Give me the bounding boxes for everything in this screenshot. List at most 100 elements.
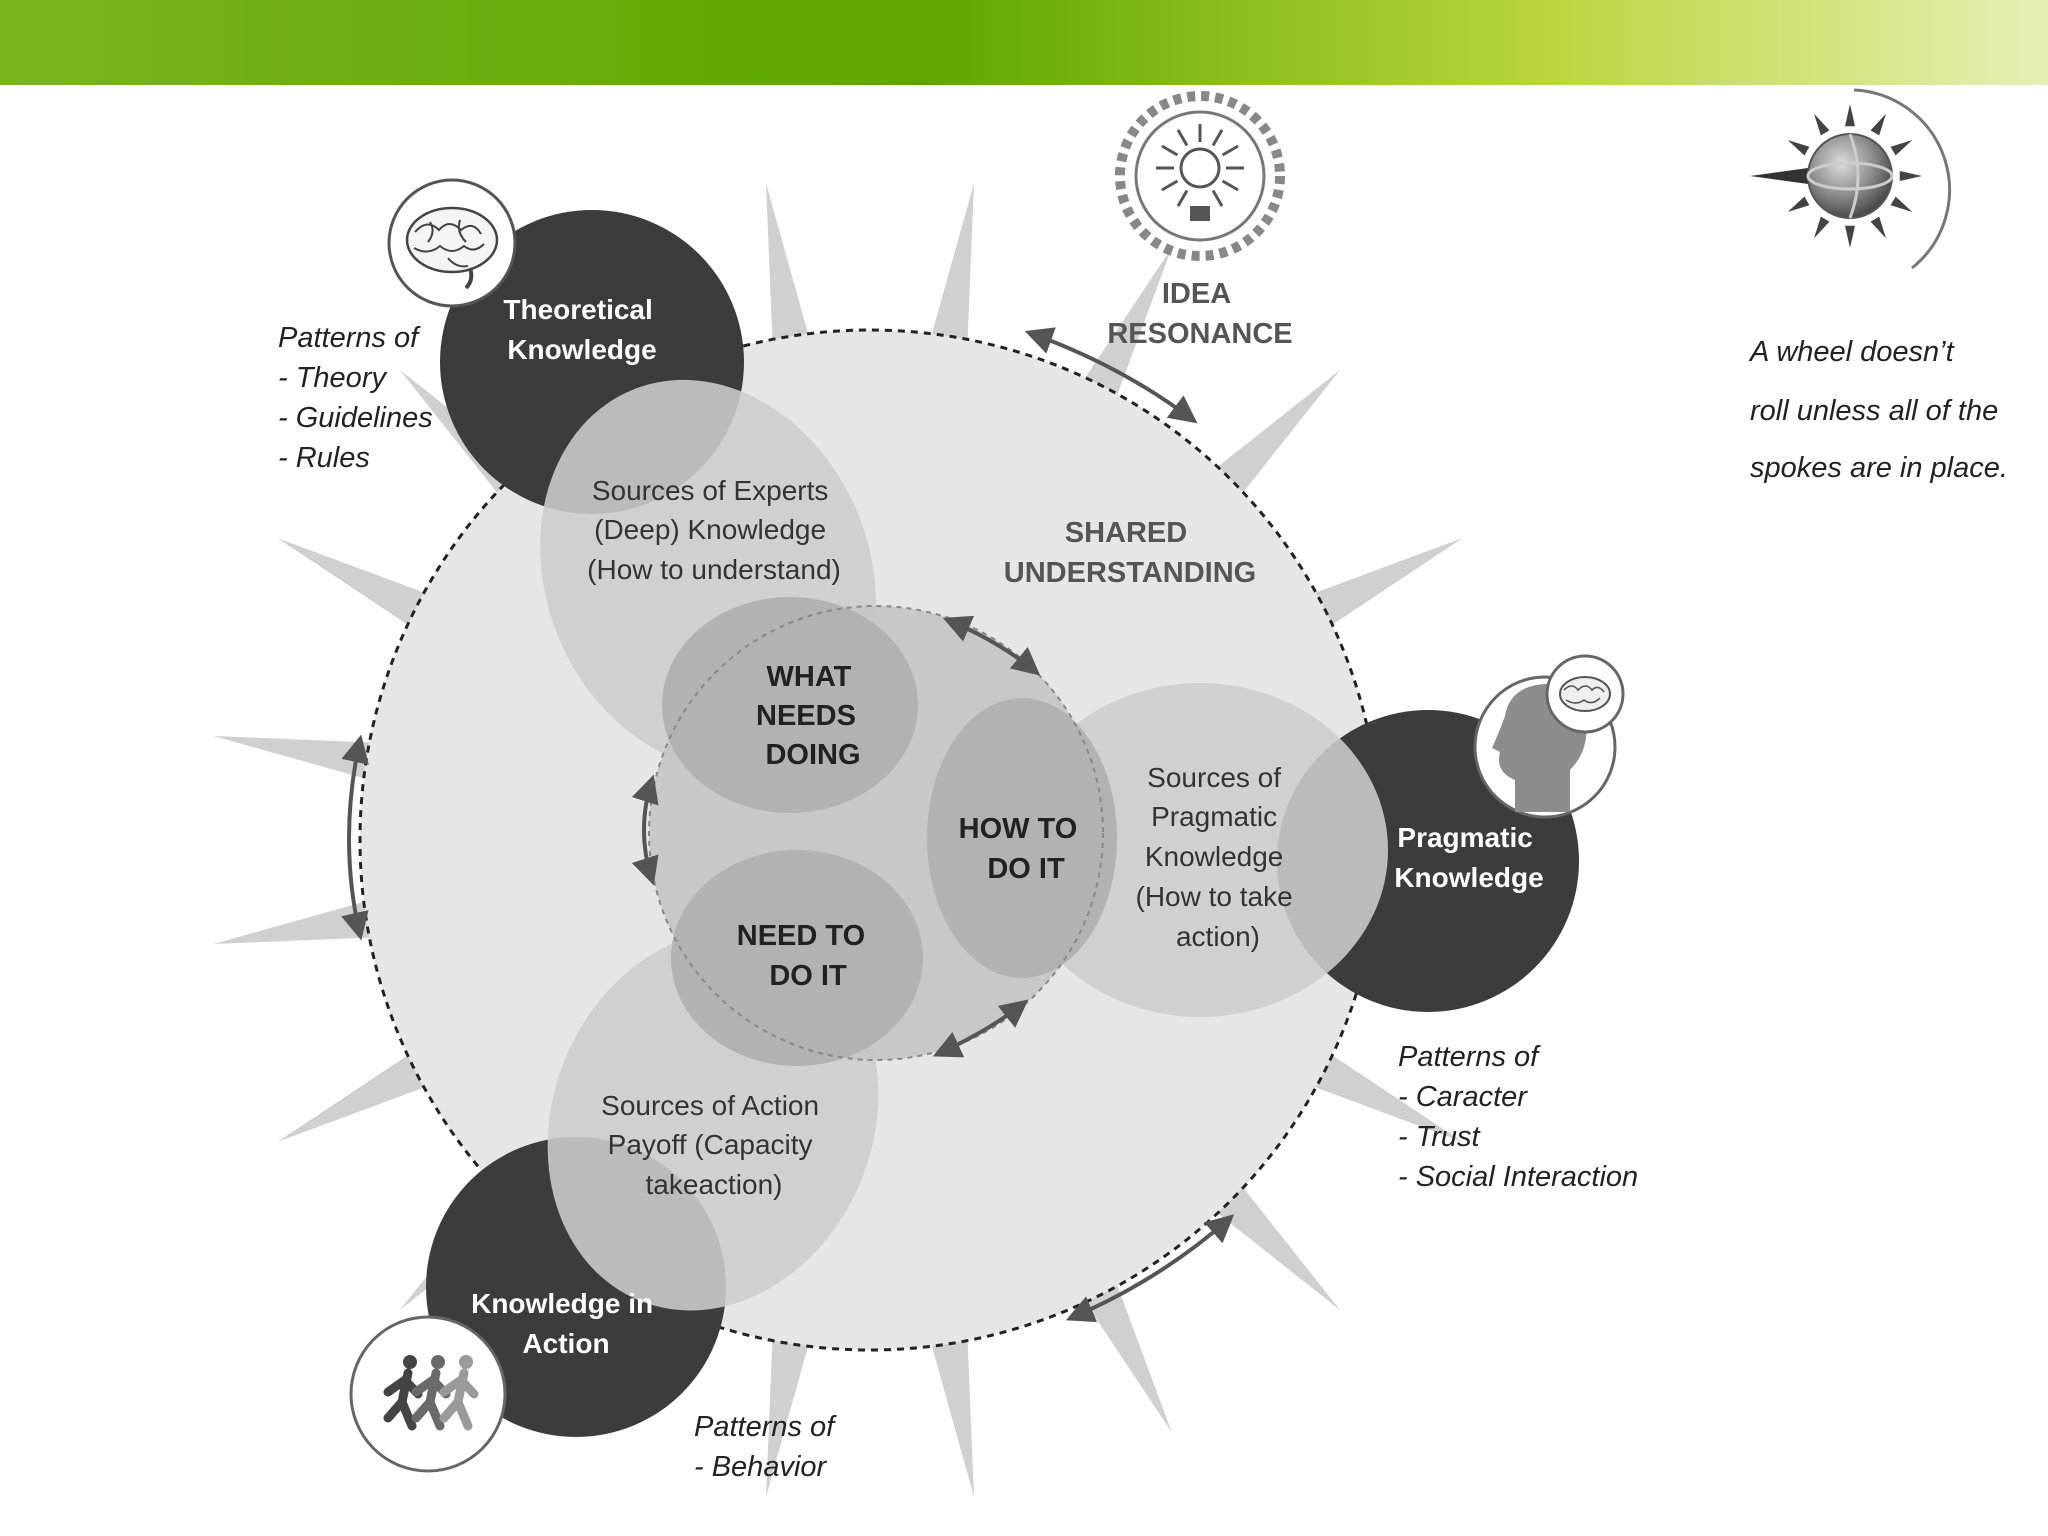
idea-rim-arrow [1024, 327, 1198, 424]
need-line-0: NEED TO [737, 920, 865, 952]
action-sources: Sources of Action Payoff (Capacity takea… [601, 1090, 827, 1200]
experts-source-1: (Deep) Knowledge [594, 514, 826, 545]
pragmatic-petal [1012, 683, 1388, 1017]
pragmatic-pattern-3: - Social Interaction [1398, 1161, 1638, 1193]
pragmatic-title-line1: Pragmatic [1397, 822, 1532, 853]
pragmatic-pattern-2: - Trust [1398, 1121, 1482, 1153]
quote-line-0: A wheel doesn’t [1748, 336, 1956, 368]
need-line-1: DO IT [769, 960, 847, 992]
pragmatic-source-1: Pragmatic [1151, 801, 1277, 832]
action-title-line2: Action [522, 1328, 609, 1359]
theoretical-pattern-3: - Rules [278, 442, 370, 474]
left-rim-arrow [341, 734, 369, 941]
core-bottom-arrow [932, 999, 1029, 1058]
sun-ray [1814, 216, 1830, 239]
theoretical-title: Theoretical Knowledge [503, 294, 660, 365]
how-to-do-it-label: HOW TO DO IT [959, 813, 1086, 885]
sun-ray [1845, 104, 1855, 127]
core-top-arrow [942, 615, 1041, 676]
theoretical-pattern-2: - Guidelines [278, 402, 433, 434]
running-people-icon [349, 1315, 507, 1473]
theoretical-pattern-1: - Theory [278, 362, 387, 394]
wheel-spoke [765, 183, 817, 370]
sun-ray [1845, 225, 1855, 248]
idea-resonance-label: IDEA RESONANCE [1107, 278, 1292, 350]
pragmatic-sources: Sources of Pragmatic Knowledge (How to t… [1136, 762, 1301, 952]
pragmatic-source-3: (How to take [1136, 881, 1293, 912]
how-line-1: DO IT [987, 853, 1065, 885]
experts-source-0: Sources of Experts [592, 475, 829, 506]
experts-source-2: (How to understand) [587, 554, 841, 585]
wheel-spoke [923, 183, 975, 370]
wheel-spoke [1287, 1038, 1463, 1142]
lower-right-rim-arrow [1065, 1214, 1235, 1323]
sun-ray [1787, 196, 1810, 212]
idea-line-0: IDEA [1162, 278, 1231, 310]
what-line-1: NEEDS [756, 700, 856, 732]
quote-line-2: spokes are in place. [1750, 452, 2008, 484]
idea-line-1: RESONANCE [1107, 318, 1292, 350]
bulb-ray [1161, 179, 1179, 192]
pragmatic-patterns: Patterns of - Caracter - Trust - Social … [1398, 1041, 1638, 1193]
what-needs-doing-label: WHAT NEEDS DOING [756, 661, 864, 771]
theoretical-pattern-0: Patterns of [278, 322, 421, 354]
theoretical-patterns: Patterns of - Theory - Guidelines - Rule… [278, 322, 441, 474]
wheel-spoke [277, 1038, 453, 1142]
lightbulb-icon [1115, 91, 1285, 261]
action-patterns: Patterns of - Behavior [694, 1411, 842, 1483]
quote-line-1: roll unless all of the [1750, 395, 1998, 427]
top-banner [0, 0, 2048, 85]
bulb-ray [1211, 189, 1224, 207]
brain-icon [387, 178, 517, 308]
sun-ray [1870, 216, 1886, 239]
action-source-2: takeaction) [646, 1169, 783, 1200]
wheel-quote: A wheel doesn’t roll unless all of the s… [1748, 336, 2008, 484]
theoretical-title-line2: Knowledge [507, 334, 656, 365]
what-line-2: DOING [765, 739, 860, 771]
what-overlap [662, 597, 918, 813]
bulb-ray [1211, 129, 1224, 147]
pragmatic-title: Pragmatic Knowledge [1394, 822, 1543, 893]
bulb-ray [1176, 189, 1189, 207]
sun-ray [1787, 140, 1810, 156]
wheel-spoke [923, 1310, 975, 1497]
need-to-do-it-label: NEED TO DO IT [737, 920, 873, 992]
bulb-ray [1176, 129, 1189, 147]
bulb-ray [1161, 144, 1179, 157]
head-brain-icon [1473, 654, 1625, 819]
action-source-1: Payoff (Capacity [608, 1129, 813, 1160]
pragmatic-pattern-0: Patterns of [1398, 1041, 1541, 1073]
sun-ray [1870, 113, 1886, 136]
sun-ray [1899, 171, 1922, 181]
experts-sources: Sources of Experts (Deep) Knowledge (How… [587, 475, 841, 585]
pragmatic-pattern-1: - Caracter [1398, 1081, 1528, 1113]
action-title: Knowledge in Action [471, 1288, 661, 1359]
how-overlap [927, 698, 1117, 978]
action-pattern-1: - Behavior [694, 1451, 828, 1483]
how-line-0: HOW TO [959, 813, 1078, 845]
action-source-0: Sources of Action [601, 1090, 819, 1121]
core-left-arrow [631, 774, 659, 886]
what-line-0: WHAT [767, 661, 852, 693]
shared-line-1: UNDERSTANDING [1004, 557, 1256, 589]
bulb-ray [1221, 144, 1239, 157]
pragmatic-source-4: action) [1176, 921, 1260, 952]
action-pattern-0: Patterns of [694, 1411, 837, 1443]
shared-line-0: SHARED [1065, 517, 1187, 549]
wheel-sun-icon [1750, 88, 1952, 270]
wheel-spoke [1287, 538, 1463, 642]
sun-ray [1890, 140, 1913, 156]
pragmatic-title-line2: Knowledge [1394, 862, 1543, 893]
sun-ray [1814, 113, 1830, 136]
shared-understanding-label: SHARED UNDERSTANDING [1004, 517, 1256, 589]
need-overlap [671, 850, 923, 1066]
bulb-ray [1221, 179, 1239, 192]
sun-ray [1890, 196, 1913, 212]
pragmatic-source-2: Knowledge [1145, 841, 1284, 872]
pragmatic-source-0: Sources of [1147, 762, 1281, 793]
theoretical-title-line1: Theoretical [503, 294, 652, 325]
wheel-spoke [765, 1310, 817, 1497]
wheel-spoke [277, 538, 453, 642]
action-title-line1: Knowledge in [471, 1288, 653, 1319]
